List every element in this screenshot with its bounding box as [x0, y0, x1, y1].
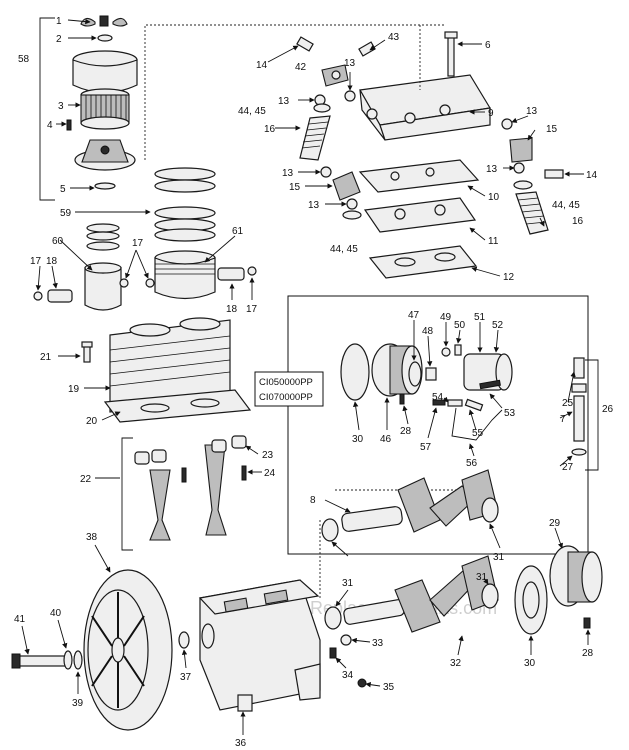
callout-28-b: 28	[582, 648, 594, 659]
piston-assembly-left	[33, 223, 155, 311]
callout-20: 20	[86, 416, 98, 427]
callout-52: 52	[492, 320, 504, 331]
callout-47: 47	[408, 310, 420, 321]
callout-17-a: 17	[30, 256, 42, 267]
callout-13-d: 13	[486, 164, 498, 175]
callout-31-a: 31	[493, 552, 505, 563]
callout-12: 12	[503, 272, 515, 283]
callout-49: 49	[440, 312, 452, 323]
callout-31-c: 31	[476, 572, 488, 583]
callout-24: 24	[264, 468, 276, 479]
callout-labels: 1 2 3 4 5 6 7 8 9 10 11 12 13 13 13 13 1…	[14, 16, 614, 749]
piston-assembly-right	[154, 167, 257, 300]
callout-14-a: 14	[256, 60, 268, 71]
callout-17-b: 17	[132, 238, 144, 249]
callout-60: 60	[52, 236, 64, 247]
callout-23: 23	[262, 450, 274, 461]
callout-30-b: 30	[524, 658, 536, 669]
callout-9: 9	[488, 108, 494, 119]
bearing-housing-right	[514, 545, 603, 635]
callout-19: 19	[68, 384, 80, 395]
callout-36: 36	[235, 738, 247, 749]
callout-29: 29	[549, 518, 561, 529]
callout-26: 26	[602, 404, 614, 415]
model-code-2: CI070000PP	[259, 392, 313, 403]
model-specific-parts-box: CI050000PP CI070000PP	[254, 295, 589, 555]
air-filter-assembly	[39, 15, 138, 201]
callout-46: 46	[380, 434, 392, 445]
callout-40: 40	[50, 608, 62, 619]
callout-3: 3	[58, 101, 64, 112]
callout-33: 33	[372, 638, 384, 649]
callout-37: 37	[180, 672, 192, 683]
callout-53: 53	[504, 408, 516, 419]
callout-7: 7	[560, 414, 566, 425]
callout-44-45-c: 44, 45	[330, 244, 358, 255]
callout-44-45-a: 44, 45	[238, 106, 266, 117]
callout-25: 25	[562, 398, 574, 409]
crankshaft-lower	[324, 555, 499, 688]
flywheel	[11, 569, 190, 731]
callout-51: 51	[474, 312, 486, 323]
callout-16-b: 16	[572, 216, 584, 227]
callout-13-b: 13	[278, 96, 290, 107]
callout-13-c: 13	[526, 106, 538, 117]
callout-8: 8	[310, 495, 316, 506]
callout-57: 57	[420, 442, 432, 453]
callout-13-e: 13	[282, 168, 294, 179]
callout-31-b: 31	[342, 578, 354, 589]
head-fittings	[296, 36, 564, 235]
connecting-rods	[121, 435, 247, 551]
callout-18-b: 18	[226, 304, 238, 315]
callout-15-b: 15	[289, 182, 301, 193]
callout-44-45-b: 44, 45	[552, 200, 580, 211]
drain-valve-assembly	[571, 357, 599, 471]
callout-61: 61	[232, 226, 244, 237]
callout-54: 54	[432, 392, 444, 403]
callout-30-a: 30	[352, 434, 364, 445]
callout-50: 50	[454, 320, 466, 331]
callout-41: 41	[14, 614, 26, 625]
callout-13-a: 13	[344, 58, 356, 69]
callout-17-c: 17	[246, 304, 258, 315]
callout-58: 58	[18, 54, 30, 65]
callout-38: 38	[86, 532, 98, 543]
callout-21: 21	[40, 352, 52, 363]
cylinder-block	[81, 317, 252, 423]
callout-39: 39	[72, 698, 84, 709]
callout-14-b: 14	[586, 170, 598, 181]
callout-1: 1	[56, 16, 62, 27]
callout-16-a: 16	[264, 124, 276, 135]
leader-lines	[21, 18, 591, 735]
callout-6: 6	[485, 40, 491, 51]
callout-56: 56	[466, 458, 478, 469]
callout-55: 55	[472, 428, 484, 439]
callout-13-f: 13	[308, 200, 320, 211]
callout-11: 11	[488, 236, 499, 247]
callout-22: 22	[80, 474, 92, 485]
callout-32: 32	[450, 658, 462, 669]
callout-28-a: 28	[400, 426, 412, 437]
callout-59: 59	[60, 208, 72, 219]
callout-5: 5	[60, 184, 66, 195]
callout-34: 34	[342, 670, 354, 681]
callout-35: 35	[383, 682, 395, 693]
callout-2: 2	[56, 34, 62, 45]
callout-4: 4	[47, 120, 53, 131]
model-code-1: CI050000PP	[259, 377, 313, 388]
callout-27: 27	[562, 462, 574, 473]
callout-18-a: 18	[46, 256, 58, 267]
crankcase	[198, 579, 321, 712]
callout-10: 10	[488, 192, 500, 203]
callout-42: 42	[295, 62, 307, 73]
callout-15-a: 15	[546, 124, 558, 135]
callout-48: 48	[422, 326, 434, 337]
cylinder-head-assembly	[358, 31, 491, 279]
callout-43: 43	[388, 32, 400, 43]
